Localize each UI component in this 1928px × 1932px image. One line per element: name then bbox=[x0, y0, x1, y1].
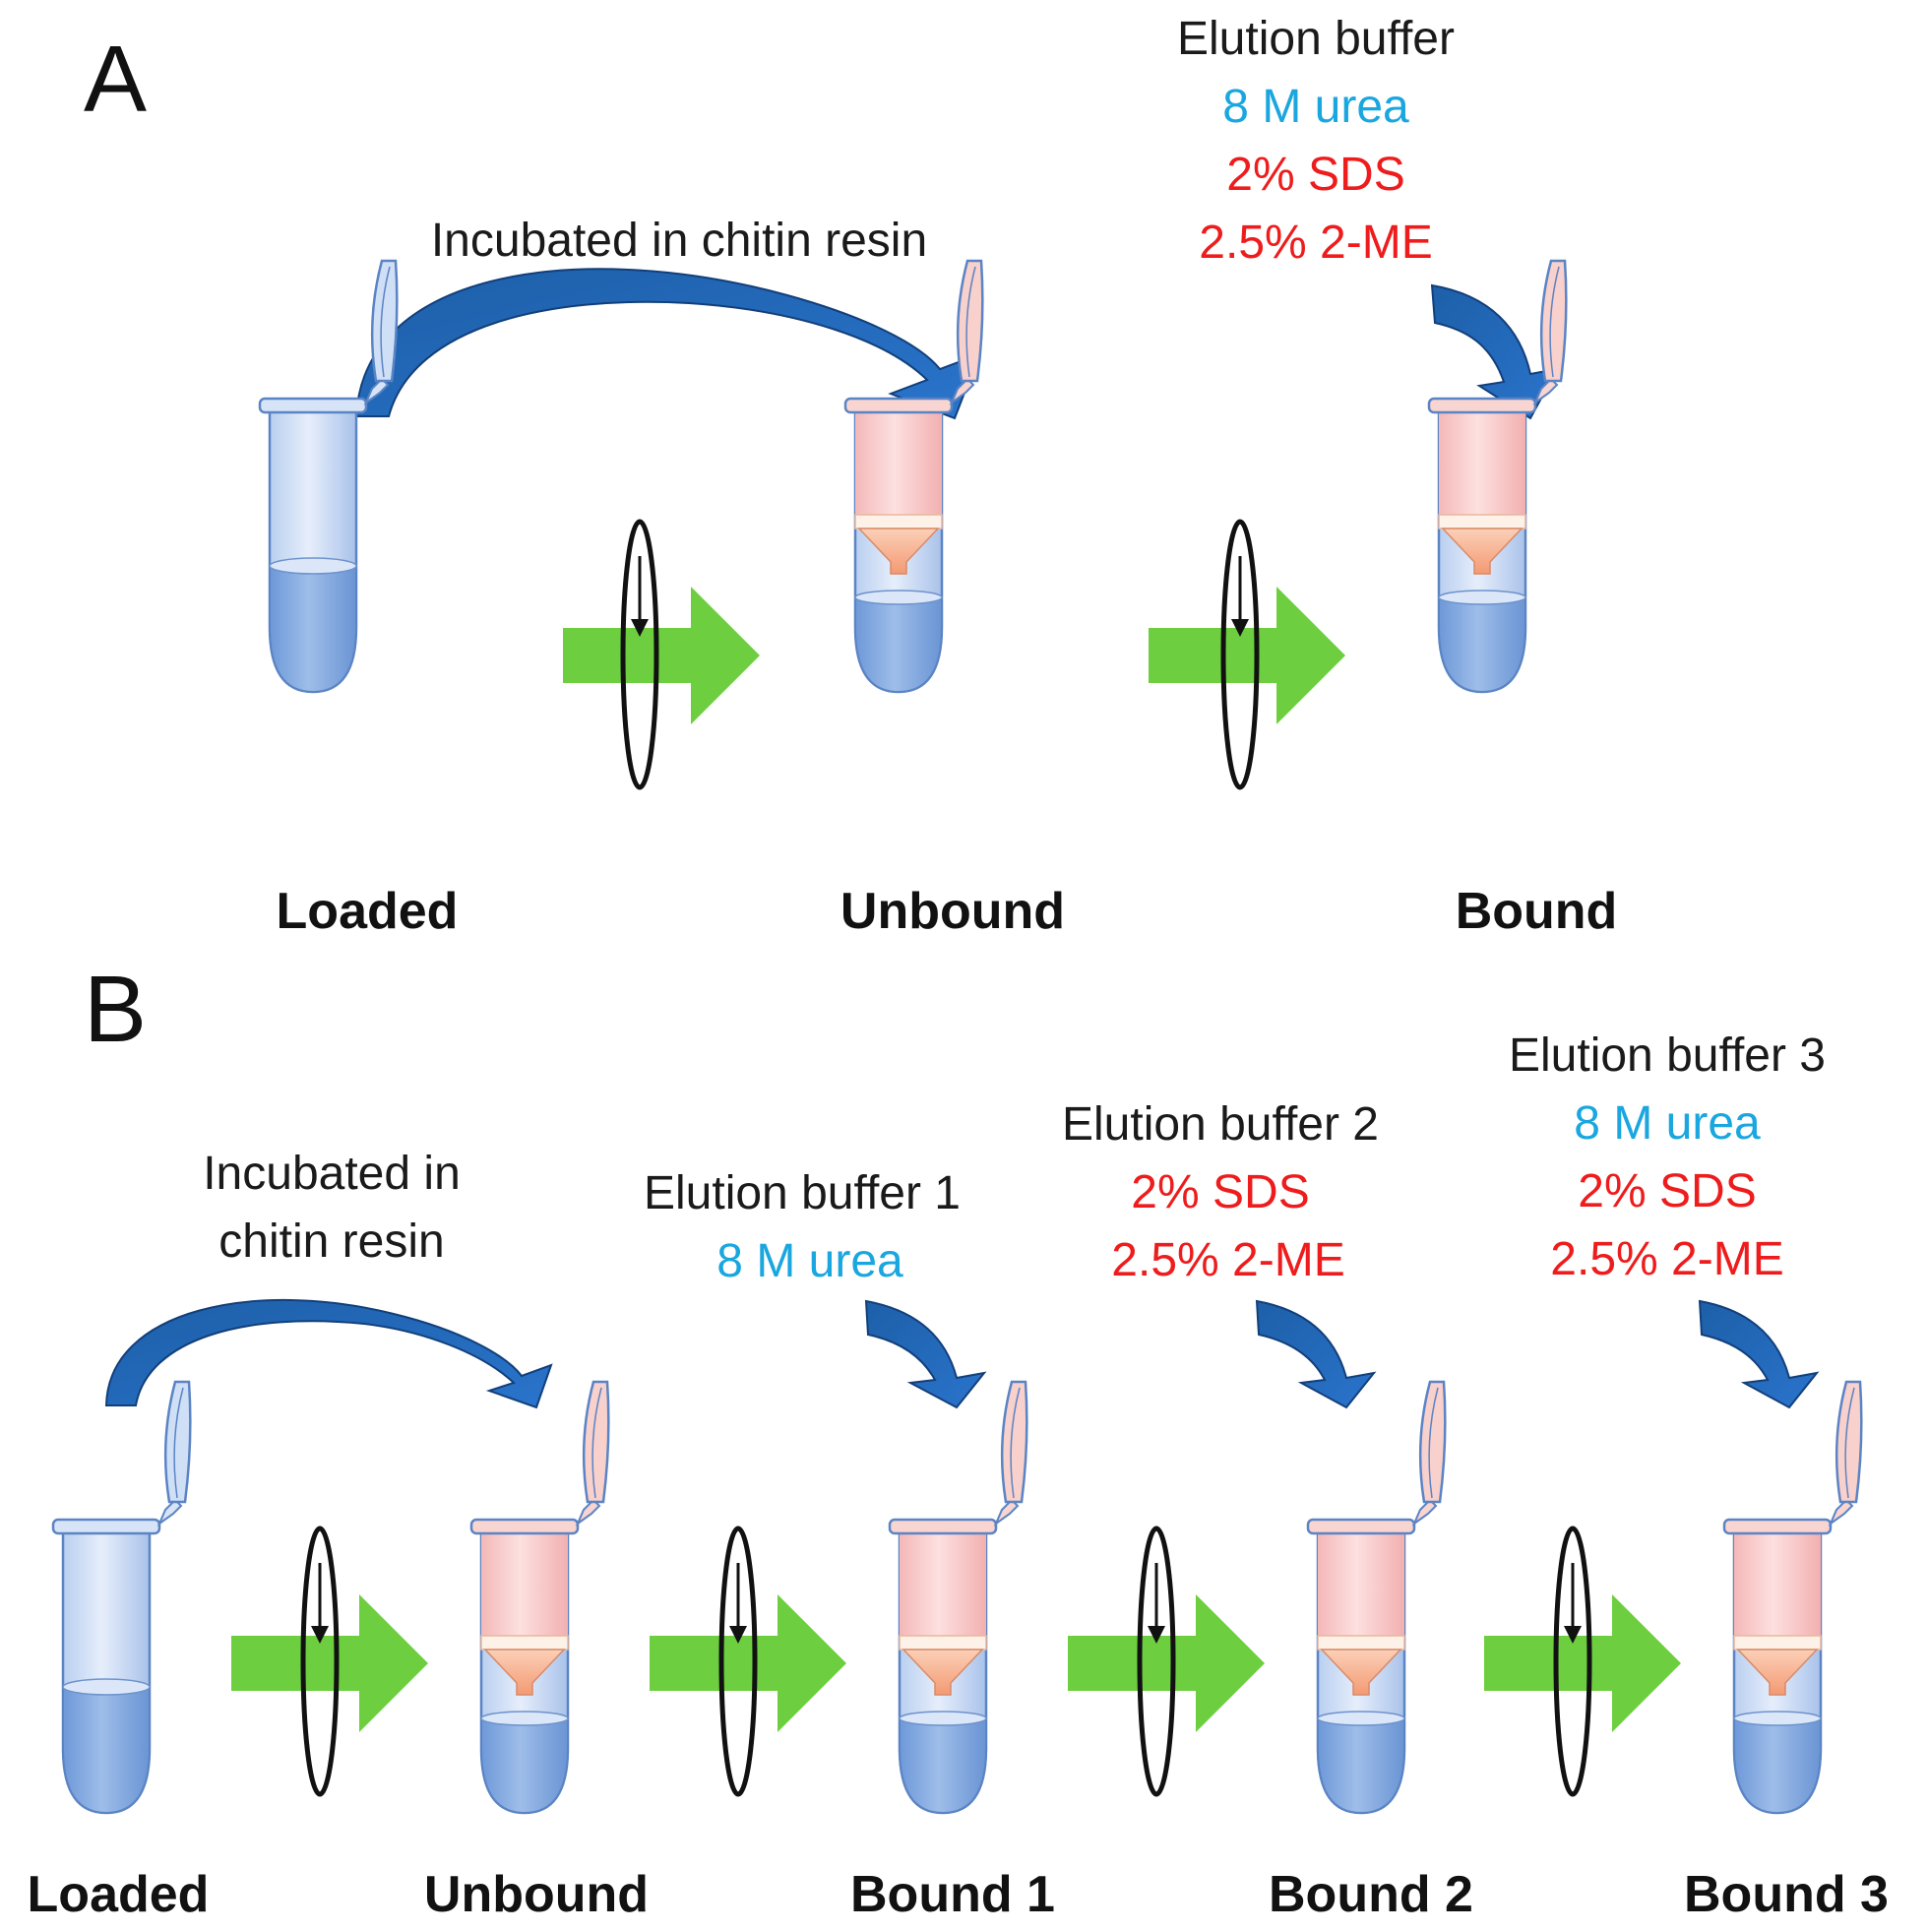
panel-b-incubation-label-line2: chitin resin bbox=[218, 1215, 444, 1268]
panel-b-process-arrow-2 bbox=[650, 1594, 846, 1732]
panel-b-tube-loaded bbox=[51, 1380, 192, 1817]
panel-b-buffer3-sds: 2% SDS bbox=[1578, 1165, 1756, 1217]
panel-b-label-bound-1: Bound 1 bbox=[850, 1866, 1055, 1923]
panel-b-incubation-arrow bbox=[104, 1298, 553, 1409]
panel-b-label-bound-3: Bound 3 bbox=[1684, 1866, 1889, 1923]
panel-a-incubation-arrow bbox=[354, 268, 981, 420]
panel-a-tube-loaded bbox=[258, 259, 399, 696]
panel-a-label-bound: Bound bbox=[1456, 883, 1618, 940]
panel-b-buffer3-urea: 8 M urea bbox=[1574, 1097, 1761, 1150]
panel-b-buffer1-urea: 8 M urea bbox=[716, 1235, 903, 1287]
panel-a-letter: A bbox=[84, 27, 147, 132]
panel-b-elution-buffer-3: Elution buffer 3 8 M urea 2% SDS 2.5% 2-… bbox=[1509, 1029, 1826, 1285]
panel-a-process-arrow-1 bbox=[563, 587, 760, 724]
panel-a-incubation-label: Incubated in chitin resin bbox=[431, 215, 927, 267]
panel-b-buffer2-me: 2.5% 2-ME bbox=[1111, 1234, 1344, 1286]
panel-b-elution-arrow-2 bbox=[1255, 1299, 1377, 1409]
panel-a-process-arrow-2 bbox=[1149, 587, 1345, 724]
panel-b-incubation-label-line1: Incubated in bbox=[203, 1148, 461, 1200]
panel-b-process-arrow-3 bbox=[1068, 1594, 1265, 1732]
panel-b-letter: B bbox=[84, 957, 147, 1062]
panel-a-buffer-urea: 8 M urea bbox=[1222, 81, 1409, 133]
panel-b: B Incubated in chitin resin Elution buff… bbox=[28, 957, 1889, 1923]
panel-b-elution-buffer-2: Elution buffer 2 2% SDS 2.5% 2-ME bbox=[1062, 1098, 1379, 1286]
panel-a-elution-buffer: Elution buffer 8 M urea 2% SDS 2.5% 2-ME bbox=[1177, 13, 1455, 269]
panel-b-buffer3-me: 2.5% 2-ME bbox=[1550, 1233, 1783, 1285]
panel-b-tube-bound-3 bbox=[1722, 1380, 1863, 1817]
panel-b-buffer3-title: Elution buffer 3 bbox=[1509, 1029, 1826, 1082]
panel-b-elution-arrow-3 bbox=[1698, 1299, 1820, 1409]
panel-b-label-unbound: Unbound bbox=[424, 1866, 649, 1923]
panel-b-tube-bound-1 bbox=[888, 1380, 1028, 1817]
panel-a-buffer-sds: 2% SDS bbox=[1226, 149, 1404, 201]
panel-b-tube-unbound bbox=[469, 1380, 610, 1817]
panel-b-process-arrow-1 bbox=[231, 1594, 428, 1732]
panel-b-buffer2-sds: 2% SDS bbox=[1131, 1166, 1309, 1218]
panel-a-label-unbound: Unbound bbox=[840, 883, 1065, 940]
panel-b-label-loaded: Loaded bbox=[28, 1866, 210, 1923]
panel-b-elution-arrow-1 bbox=[864, 1299, 987, 1409]
panel-a-buffer-me: 2.5% 2-ME bbox=[1199, 217, 1432, 269]
panel-a-label-loaded: Loaded bbox=[277, 883, 459, 940]
panel-b-buffer2-title: Elution buffer 2 bbox=[1062, 1098, 1379, 1151]
panel-b-tube-bound-2 bbox=[1306, 1380, 1447, 1817]
panel-a: A Incubated in chitin resin Elution buff… bbox=[84, 13, 1617, 940]
panel-a-buffer-title: Elution buffer bbox=[1177, 13, 1455, 65]
panel-b-label-bound-2: Bound 2 bbox=[1269, 1866, 1473, 1923]
panel-b-elution-buffer-1: Elution buffer 1 8 M urea bbox=[644, 1167, 961, 1287]
panel-b-buffer1-title: Elution buffer 1 bbox=[644, 1167, 961, 1219]
panel-b-process-arrow-4 bbox=[1484, 1594, 1681, 1732]
